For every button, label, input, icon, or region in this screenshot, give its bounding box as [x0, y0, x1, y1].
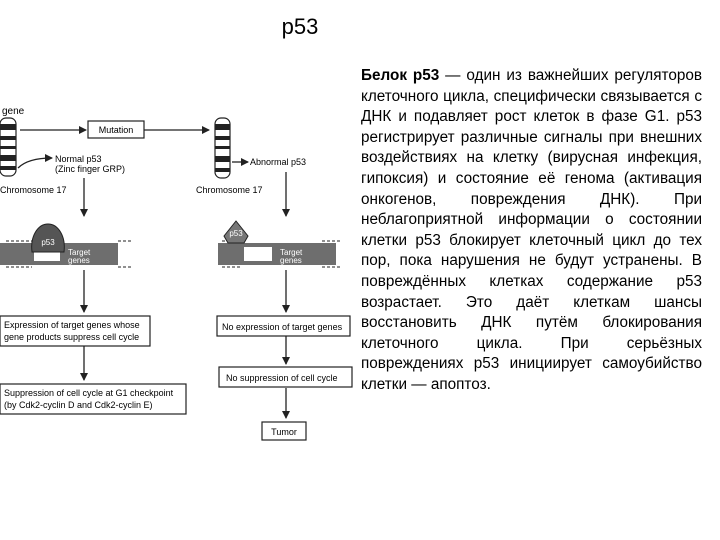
target-genes-right-label: Target: [280, 248, 303, 257]
chromosome-right-label: Chromosome 17: [196, 185, 263, 195]
p53-protein-right-icon: [223, 220, 249, 244]
no-suppression-label: No suppression of cell cycle: [226, 373, 338, 383]
target-genes-left-label-2: genes: [68, 256, 90, 265]
suppression-line-1: Suppression of cell cycle at G1 checkpoi…: [4, 388, 174, 398]
p53-pathway-diagram: gene Chromosome 17 Chromosome 17 Mutatio…: [0, 106, 353, 441]
suppression-box: [0, 383, 187, 415]
paragraph-bold-lead: Белок p53: [361, 67, 440, 84]
expression-box: [0, 315, 151, 347]
slide-title: p53: [281, 14, 319, 39]
normal-p53-label: Normal p53: [55, 154, 102, 164]
expression-line-1: Expression of target genes whose: [4, 320, 140, 330]
dna-binding-right-panel: [218, 240, 340, 268]
p53-protein-left-icon: [31, 223, 65, 253]
tumor-label: Tumor: [271, 427, 297, 437]
paragraph-body: — один из важнейших регуляторов клеточно…: [361, 67, 702, 393]
suppression-line-2: (by Cdk2-cyclin D and Cdk2-cyclin E): [4, 400, 153, 410]
normal-p53-sublabel: (Zinc finger GRP): [55, 164, 125, 174]
tumor-box: [261, 421, 307, 441]
expression-line-2: gene products suppress cell cycle: [4, 332, 139, 342]
abnormal-p53-label: Abnormal p53: [250, 157, 306, 167]
target-genes-left-label: Target: [68, 248, 91, 257]
no-expression-box: [216, 315, 351, 337]
chromosome-left-label: Chromosome 17: [0, 185, 67, 195]
no-expression-label: No expression of target genes: [222, 322, 343, 332]
gene-label: gene: [2, 106, 25, 117]
mutation-label: Mutation: [99, 125, 134, 135]
chromosome-left-icon: [0, 117, 17, 177]
dna-binding-left-panel: [0, 240, 132, 268]
no-suppression-box: [218, 366, 353, 388]
arrow-to-normal-p53: [17, 154, 53, 169]
p53-protein-left-label: p53: [41, 238, 55, 247]
p53-protein-right-label: p53: [229, 229, 243, 238]
description-paragraph: Белок p53 — один из важнейших регуляторо…: [361, 66, 702, 396]
target-genes-right-label-2: genes: [280, 256, 302, 265]
chromosome-right-icon: [214, 117, 231, 179]
